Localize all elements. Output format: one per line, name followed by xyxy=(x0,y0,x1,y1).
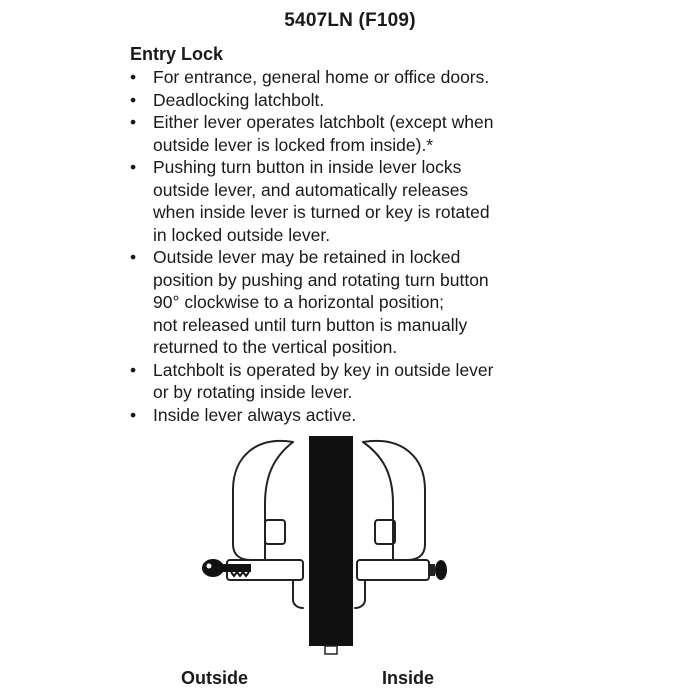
list-item-text: Pushing turn button in inside lever lock… xyxy=(153,157,490,245)
bullet-icon: • xyxy=(130,404,137,425)
list-item: • Either lever operates latchbolt (except… xyxy=(130,111,550,156)
outside-lever xyxy=(226,439,304,609)
list-item-text: For entrance, general home or office doo… xyxy=(153,67,490,87)
key-icon xyxy=(202,559,251,578)
bullet-icon: • xyxy=(130,67,137,87)
list-item: • Pushing turn button in inside lever loc… xyxy=(130,156,550,246)
list-item: • Outside lever may be retained in locked… xyxy=(130,246,550,359)
bullet-icon: • xyxy=(130,359,137,380)
latch-bolt xyxy=(324,645,338,655)
turn-button-icon xyxy=(429,560,447,580)
bullet-icon: • xyxy=(130,112,137,132)
bullet-icon: • xyxy=(130,247,137,267)
feature-list: • For entrance, general home or office do… xyxy=(130,66,550,426)
outside-label: Outside xyxy=(181,668,249,688)
inside-label: Inside xyxy=(382,668,435,688)
list-item-text: Latchbolt is operated by key in outside … xyxy=(153,359,494,403)
list-item-text: Deadlocking latchbolt. xyxy=(153,89,325,110)
inside-lever xyxy=(354,439,430,609)
list-item-text: Inside lever always active. xyxy=(153,404,357,425)
door-edge xyxy=(309,436,353,646)
list-item: • Deadlocking latchbolt. xyxy=(130,89,550,112)
list-item: • Inside lever always active. xyxy=(130,404,550,427)
section-heading: Entry Lock xyxy=(130,44,224,64)
lock-diagram xyxy=(202,436,447,655)
list-item-text: Outside lever may be retained in locked … xyxy=(153,247,489,357)
list-item: • For entrance, general home or office do… xyxy=(130,66,550,89)
list-item: • Latchbolt is operated by key in outside… xyxy=(130,359,550,404)
bullet-icon: • xyxy=(130,157,137,177)
document-title: 5407LN (F109) xyxy=(284,10,416,31)
list-item-text: Either lever operates latchbolt (except … xyxy=(153,112,494,155)
bullet-icon: • xyxy=(130,89,137,110)
